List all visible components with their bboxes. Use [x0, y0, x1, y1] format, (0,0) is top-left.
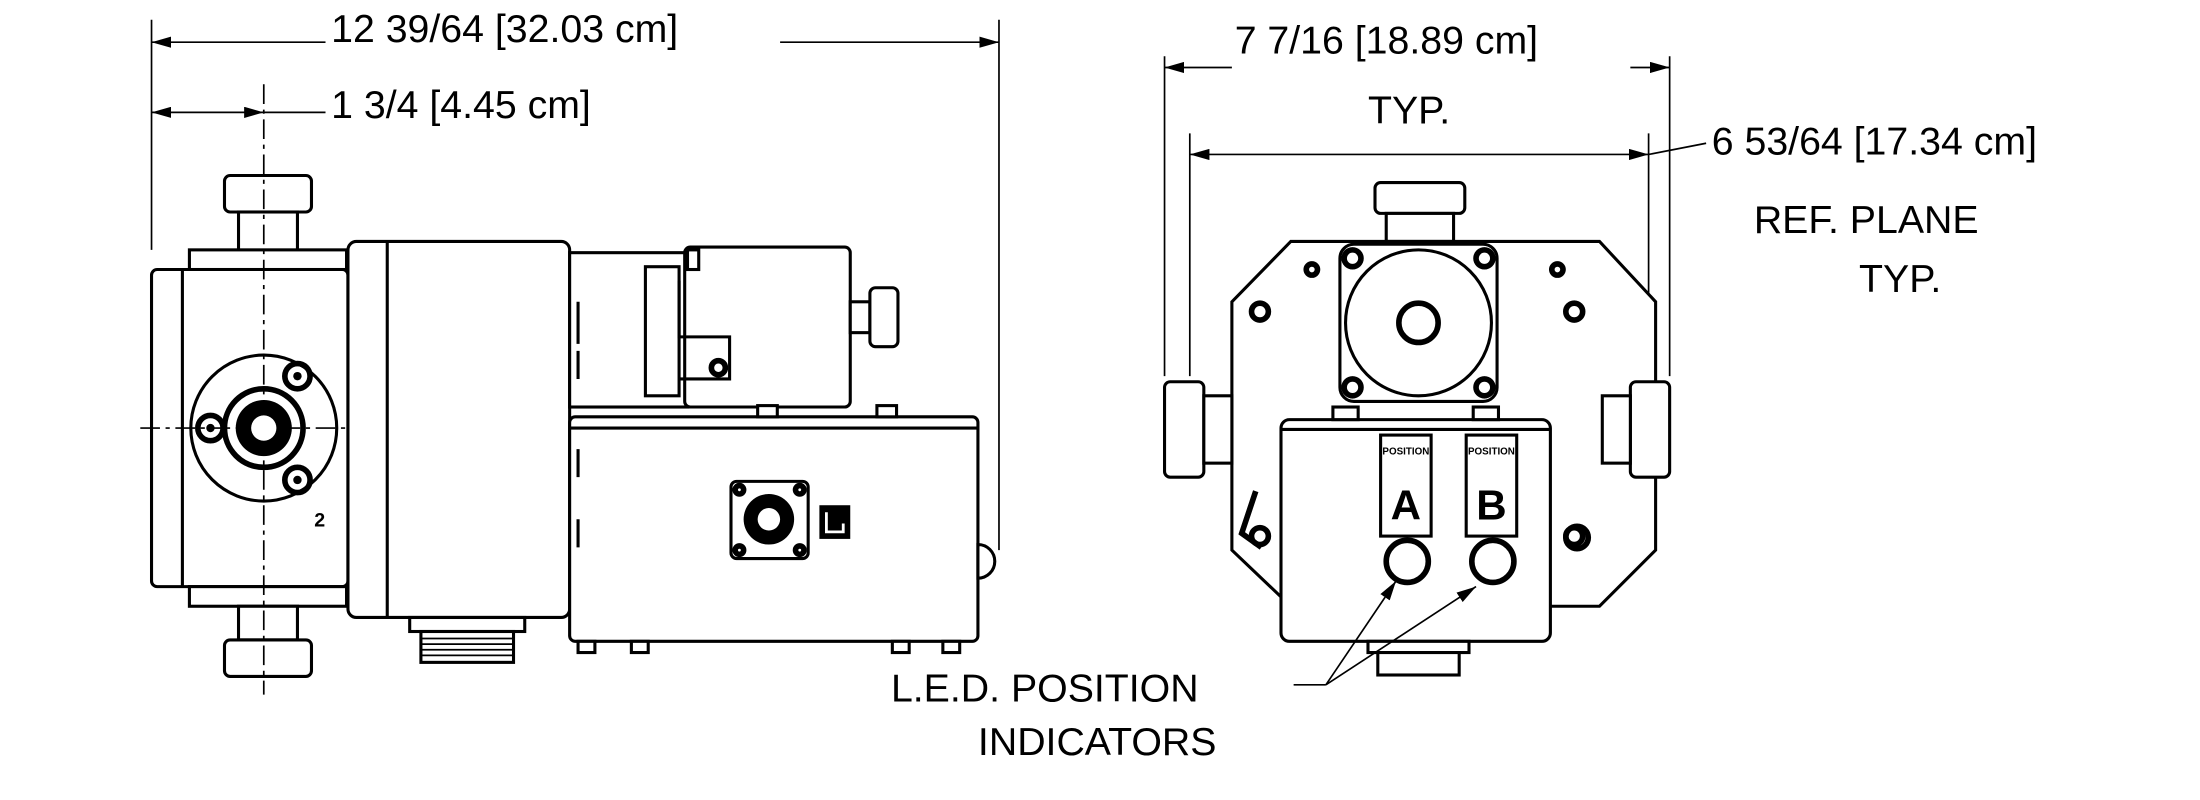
led-indicator-a	[1383, 537, 1432, 586]
position-a-window: POSITION A	[1379, 433, 1433, 538]
side-fitting-left	[1162, 380, 1234, 479]
ref-plane-typ-label: TYP.	[1859, 257, 1941, 301]
indicator-icon	[1396, 300, 1441, 346]
side-cap	[976, 542, 997, 580]
led-callout: L.E.D. POSITION INDICATORS	[891, 580, 1477, 764]
conduit-fitting	[408, 615, 527, 664]
bottom-fitting	[222, 638, 314, 678]
overall-width-label: 7 7/16 [18.89 cm]	[1235, 18, 1538, 62]
conduit-stub	[1238, 490, 1263, 550]
ref-plane-label: REF. PLANE	[1754, 198, 1979, 242]
flange-bolts	[195, 360, 313, 496]
top-fitting	[222, 173, 314, 214]
actuator-side-view: 2	[140, 84, 997, 695]
position-a-word: POSITION	[1382, 447, 1429, 458]
overall-width-dimension: 7 7/16 [18.89 cm] TYP.	[1163, 18, 1671, 377]
port-flange	[189, 353, 339, 503]
motor	[568, 245, 900, 409]
position-b-letter: B	[1476, 481, 1506, 528]
led-callout-line1: L.E.D. POSITION	[891, 667, 1199, 711]
bottom-fitting-end	[1376, 651, 1461, 677]
port-number: 2	[314, 509, 325, 531]
ref-plane-width-label: 6 53/64 [17.34 cm]	[1712, 119, 2037, 163]
enclosure-feet	[576, 639, 962, 655]
typ-label: TYP.	[1368, 89, 1450, 133]
position-b-word: POSITION	[1468, 447, 1515, 458]
position-b-window: POSITION B	[1464, 433, 1519, 538]
actuator-end-view: POSITION A POSITION B	[1162, 180, 1672, 677]
manual-override-knob	[868, 286, 900, 349]
motor-cover	[1343, 248, 1493, 398]
gear-housing	[346, 239, 572, 620]
side-fitting-right	[1600, 380, 1672, 479]
flange-offset-dimension: 1 3/4 [4.45 cm]	[151, 83, 591, 127]
led-callout-line2: INDICATORS	[978, 720, 1217, 764]
top-fitting-end	[1373, 180, 1467, 215]
logo-mark	[819, 505, 851, 539]
electrical-connector	[729, 479, 810, 561]
flange-offset-label: 1 3/4 [4.45 cm]	[331, 83, 591, 127]
overall-length-label: 12 39/64 [32.03 cm]	[331, 7, 678, 51]
position-a-letter: A	[1391, 481, 1421, 528]
led-indicator-b	[1469, 537, 1517, 586]
overall-length-dimension: 12 39/64 [32.03 cm]	[150, 7, 1000, 551]
